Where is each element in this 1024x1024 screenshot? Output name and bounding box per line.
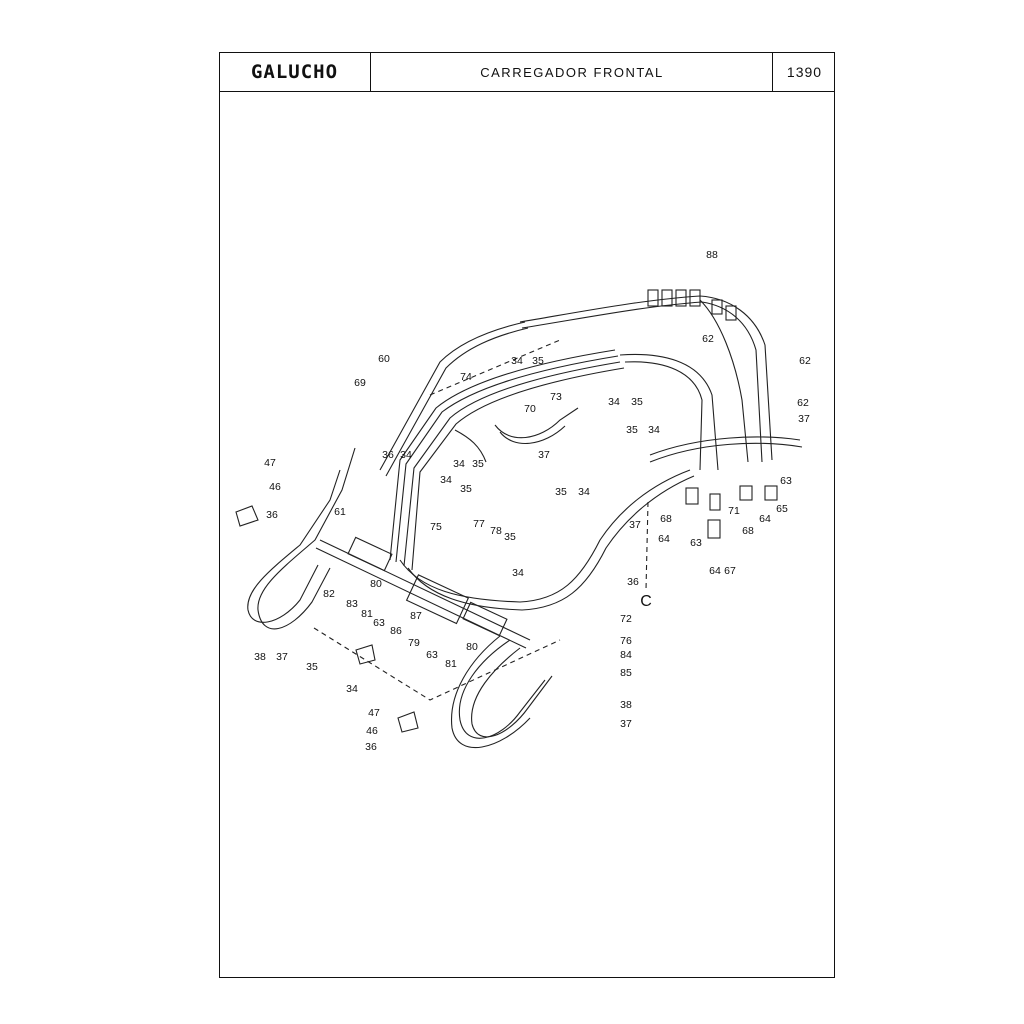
part-callout: 34	[346, 683, 358, 695]
header-bar	[219, 52, 835, 92]
part-callout: 62	[799, 355, 811, 367]
brand-logo: GALUCHO	[250, 61, 339, 83]
part-callout: 36	[365, 741, 377, 753]
part-callout: 78	[490, 525, 502, 537]
part-callout: 36	[627, 576, 639, 588]
page-number: 1390	[786, 64, 823, 80]
part-callout: 83	[346, 598, 358, 610]
part-callout: 35	[626, 424, 638, 436]
part-callout: 38	[254, 651, 266, 663]
part-callout: 76	[620, 635, 632, 647]
part-callout: 37	[629, 519, 641, 531]
part-callout: 87	[410, 610, 422, 622]
hose-collar	[711, 299, 723, 315]
part-callout: 75	[430, 521, 442, 533]
part-callout: 35	[532, 355, 544, 367]
hose-collar	[689, 289, 701, 307]
hose	[521, 301, 763, 463]
part-callout: 47	[368, 707, 380, 719]
part-callout: 63	[373, 617, 385, 629]
part-callout: 65	[776, 503, 788, 515]
part-callout: 80	[466, 641, 478, 653]
part-callout: 62	[797, 397, 809, 409]
part-callout: 37	[276, 651, 288, 663]
part-callout: 35	[460, 483, 472, 495]
header-divider	[370, 52, 371, 92]
part-callout: 71	[728, 505, 740, 517]
part-callout: 34	[453, 458, 465, 470]
part-callout: 37	[620, 718, 632, 730]
part-callout: 34	[608, 396, 620, 408]
hose-collar	[675, 289, 687, 307]
hose	[624, 361, 703, 471]
part-callout: 34	[648, 424, 660, 436]
page-title: CARREGADOR FRONTAL	[480, 64, 664, 80]
part-callout: 62	[702, 333, 714, 345]
part-callout: 82	[323, 588, 335, 600]
part-callout: 70	[524, 403, 536, 415]
part-callout: 68	[660, 513, 672, 525]
part-callout: 86	[390, 625, 402, 637]
part-callout: 34	[578, 486, 590, 498]
part-callout: 35	[306, 661, 318, 673]
part-callout: 38	[620, 699, 632, 711]
page-border	[219, 52, 835, 978]
part-callout: 84	[620, 649, 632, 661]
part-callout: 88	[706, 249, 718, 261]
part-callout: 79	[408, 637, 420, 649]
part-callout: 35	[472, 458, 484, 470]
part-callout: 37	[538, 449, 550, 461]
part-callout: 36	[266, 509, 278, 521]
part-callout: 80	[370, 578, 382, 590]
part-callout: 47	[264, 457, 276, 469]
part-callout: 34	[512, 567, 524, 579]
part-callout: 60	[378, 353, 390, 365]
part-callout: 63	[780, 475, 792, 487]
part-callout: 46	[269, 481, 281, 493]
hose-lines	[235, 289, 803, 749]
part-callout: 64	[759, 513, 771, 525]
part-callout: 81	[361, 608, 373, 620]
part-callout: 68	[742, 525, 754, 537]
hose	[519, 295, 773, 461]
part-callout: 73	[550, 391, 562, 403]
part-callout: 46	[366, 725, 378, 737]
part-callout: 34	[511, 355, 523, 367]
part-callout: 74	[460, 371, 472, 383]
part-callout: 34	[440, 474, 452, 486]
part-callout: 35	[555, 486, 567, 498]
part-callout: 35	[504, 531, 516, 543]
hose	[619, 353, 719, 471]
part-callout: 63	[426, 649, 438, 661]
hose	[649, 436, 801, 456]
part-callout: 85	[620, 667, 632, 679]
part-callout: 69	[354, 377, 366, 389]
part-callout: 63	[690, 537, 702, 549]
part-callout: 37	[798, 413, 810, 425]
part-callout: 36	[382, 449, 394, 461]
part-callout: 35	[631, 396, 643, 408]
part-callout: 77	[473, 518, 485, 530]
part-callout: 61	[334, 506, 346, 518]
part-callout: 67	[724, 565, 736, 577]
part-callout: 81	[445, 658, 457, 670]
part-callout: 34	[400, 449, 412, 461]
hose	[649, 442, 803, 463]
hose-collar	[647, 289, 659, 307]
part-callout: C	[640, 593, 652, 610]
part-callout: 64	[658, 533, 670, 545]
hose-collar	[725, 305, 737, 321]
header-divider	[772, 52, 773, 92]
part-callout: 72	[620, 613, 632, 625]
hose-collar	[661, 289, 673, 307]
part-callout: 64	[709, 565, 721, 577]
hose	[699, 299, 749, 463]
